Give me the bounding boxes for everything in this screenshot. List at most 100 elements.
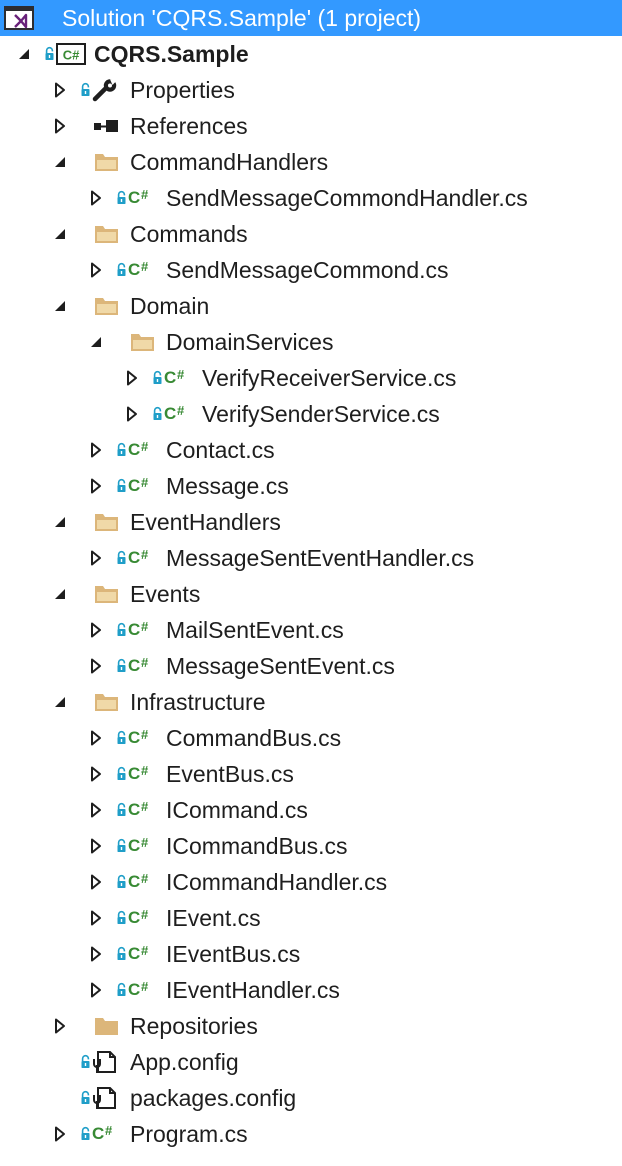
svg-text:C: C — [128, 260, 140, 279]
tree-item-label: SendMessageCommondHandler.cs — [166, 185, 528, 211]
lock-icon — [117, 440, 126, 458]
tree-item-sendmessagecommondhandler-cs[interactable]: C#SendMessageCommondHandler.cs — [0, 180, 622, 216]
svg-text:#: # — [141, 871, 149, 886]
tree-item-domain[interactable]: Domain — [0, 288, 622, 324]
tree-item-label: Solution 'CQRS.Sample' (1 project) — [62, 5, 422, 31]
expand-arrow-icon[interactable] — [52, 118, 68, 134]
svg-text:C: C — [128, 656, 140, 675]
svg-text:#: # — [141, 835, 149, 850]
tree-item-label: Infrastructure — [130, 689, 266, 715]
tree-item-verifysenderservice-cs[interactable]: C#VerifySenderService.cs — [0, 396, 622, 432]
tree-item-eventbus-cs[interactable]: C#EventBus.cs — [0, 756, 622, 792]
svg-text:#: # — [141, 907, 149, 922]
expand-arrow-icon[interactable] — [88, 982, 104, 998]
config-file-icon — [92, 1086, 118, 1110]
lock-icon — [117, 620, 126, 638]
tree-item-commandhandlers[interactable]: CommandHandlers — [0, 144, 622, 180]
lock-icon — [117, 872, 126, 890]
svg-text:C: C — [128, 476, 140, 495]
svg-text:C: C — [128, 944, 140, 963]
expand-arrow-icon[interactable] — [52, 1018, 68, 1034]
svg-text:C: C — [92, 1124, 104, 1143]
tree-item-message-cs[interactable]: C#Message.cs — [0, 468, 622, 504]
tree-item-cqrs-sample[interactable]: C#CQRS.Sample — [0, 36, 622, 72]
expand-arrow-icon[interactable] — [124, 406, 140, 422]
tree-item-ievent-cs[interactable]: C#IEvent.cs — [0, 900, 622, 936]
tree-item-app-config[interactable]: App.config — [0, 1044, 622, 1080]
tree-item-label: MessageSentEvent.cs — [166, 653, 395, 679]
tree-item-domainservices[interactable]: DomainServices — [0, 324, 622, 360]
collapse-arrow-icon[interactable] — [52, 514, 68, 530]
tree-item-solution-cqrs-sample-1-project[interactable]: Solution 'CQRS.Sample' (1 project) — [0, 0, 622, 36]
csharp-project-icon: C# — [56, 42, 86, 66]
tree-item-properties[interactable]: Properties — [0, 72, 622, 108]
collapse-arrow-icon[interactable] — [52, 694, 68, 710]
expand-arrow-icon[interactable] — [88, 802, 104, 818]
expand-arrow-icon[interactable] — [88, 838, 104, 854]
svg-text:C: C — [164, 368, 176, 387]
tree-item-contact-cs[interactable]: C#Contact.cs — [0, 432, 622, 468]
lock-icon — [117, 944, 126, 962]
tree-item-repositories[interactable]: Repositories — [0, 1008, 622, 1044]
collapse-arrow-icon[interactable] — [88, 334, 104, 350]
tree-item-label: Message.cs — [166, 473, 289, 499]
tree-item-events[interactable]: Events — [0, 576, 622, 612]
csharp-file-icon: C# — [128, 438, 156, 462]
tree-item-verifyreceiverservice-cs[interactable]: C#VerifyReceiverService.cs — [0, 360, 622, 396]
tree-item-label: MailSentEvent.cs — [166, 617, 344, 643]
config-file-icon — [92, 1050, 118, 1074]
folder-open-icon — [128, 330, 158, 354]
tree-item-label: DomainServices — [166, 329, 334, 355]
collapse-arrow-icon[interactable] — [16, 46, 32, 62]
svg-text:C: C — [128, 872, 140, 891]
svg-text:C: C — [128, 728, 140, 747]
tree-item-messagesentevent-cs[interactable]: C#MessageSentEvent.cs — [0, 648, 622, 684]
tree-item-eventhandlers[interactable]: EventHandlers — [0, 504, 622, 540]
tree-item-mailsentevent-cs[interactable]: C#MailSentEvent.cs — [0, 612, 622, 648]
tree-item-label: ICommand.cs — [166, 797, 308, 823]
tree-item-label: ICommandHandler.cs — [166, 869, 388, 895]
expand-arrow-icon[interactable] — [88, 658, 104, 674]
expand-arrow-icon[interactable] — [88, 190, 104, 206]
expand-arrow-icon[interactable] — [88, 946, 104, 962]
expand-arrow-icon[interactable] — [88, 622, 104, 638]
expand-arrow-icon[interactable] — [88, 766, 104, 782]
tree-item-ieventhandler-cs[interactable]: C#IEventHandler.cs — [0, 972, 622, 1008]
lock-icon — [117, 980, 126, 998]
csharp-file-icon: C# — [164, 366, 192, 390]
svg-text:#: # — [141, 547, 149, 562]
tree-item-messagesenteventhandler-cs[interactable]: C#MessageSentEventHandler.cs — [0, 540, 622, 576]
collapse-arrow-icon[interactable] — [52, 154, 68, 170]
lock-icon — [117, 800, 126, 818]
tree-item-label: Events — [130, 581, 201, 607]
tree-item-icommand-cs[interactable]: C#ICommand.cs — [0, 792, 622, 828]
expand-arrow-icon[interactable] — [52, 82, 68, 98]
expand-arrow-icon[interactable] — [88, 478, 104, 494]
tree-item-packages-config[interactable]: packages.config — [0, 1080, 622, 1116]
tree-item-commands[interactable]: Commands — [0, 216, 622, 252]
expand-arrow-icon[interactable] — [88, 874, 104, 890]
expand-arrow-icon[interactable] — [88, 262, 104, 278]
collapse-arrow-icon[interactable] — [52, 226, 68, 242]
expand-arrow-icon[interactable] — [88, 910, 104, 926]
expand-arrow-icon[interactable] — [124, 370, 140, 386]
tree-item-ieventbus-cs[interactable]: C#IEventBus.cs — [0, 936, 622, 972]
tree-item-icommandhandler-cs[interactable]: C# ICommandHandler.cs — [0, 864, 622, 900]
tree-item-program-cs[interactable]: C#Program.cs — [0, 1116, 622, 1152]
tree-item-sendmessagecommond-cs[interactable]: C#SendMessageCommond.cs — [0, 252, 622, 288]
tree-item-commandbus-cs[interactable]: C#CommandBus.cs — [0, 720, 622, 756]
tree-item-label: Repositories — [130, 1013, 258, 1039]
expand-arrow-icon[interactable] — [88, 730, 104, 746]
tree-item-label: References — [130, 113, 248, 139]
tree-item-references[interactable]: References — [0, 108, 622, 144]
tree-item-infrastructure[interactable]: Infrastructure — [0, 684, 622, 720]
tree-item-icommandbus-cs[interactable]: C#ICommandBus.cs — [0, 828, 622, 864]
collapse-arrow-icon[interactable] — [52, 586, 68, 602]
lock-icon — [117, 764, 126, 782]
collapse-arrow-icon[interactable] — [52, 298, 68, 314]
expand-arrow-icon[interactable] — [52, 1126, 68, 1142]
tree-item-label: EventHandlers — [130, 509, 281, 535]
expand-arrow-icon[interactable] — [88, 442, 104, 458]
lock-icon — [117, 188, 126, 206]
expand-arrow-icon[interactable] — [88, 550, 104, 566]
